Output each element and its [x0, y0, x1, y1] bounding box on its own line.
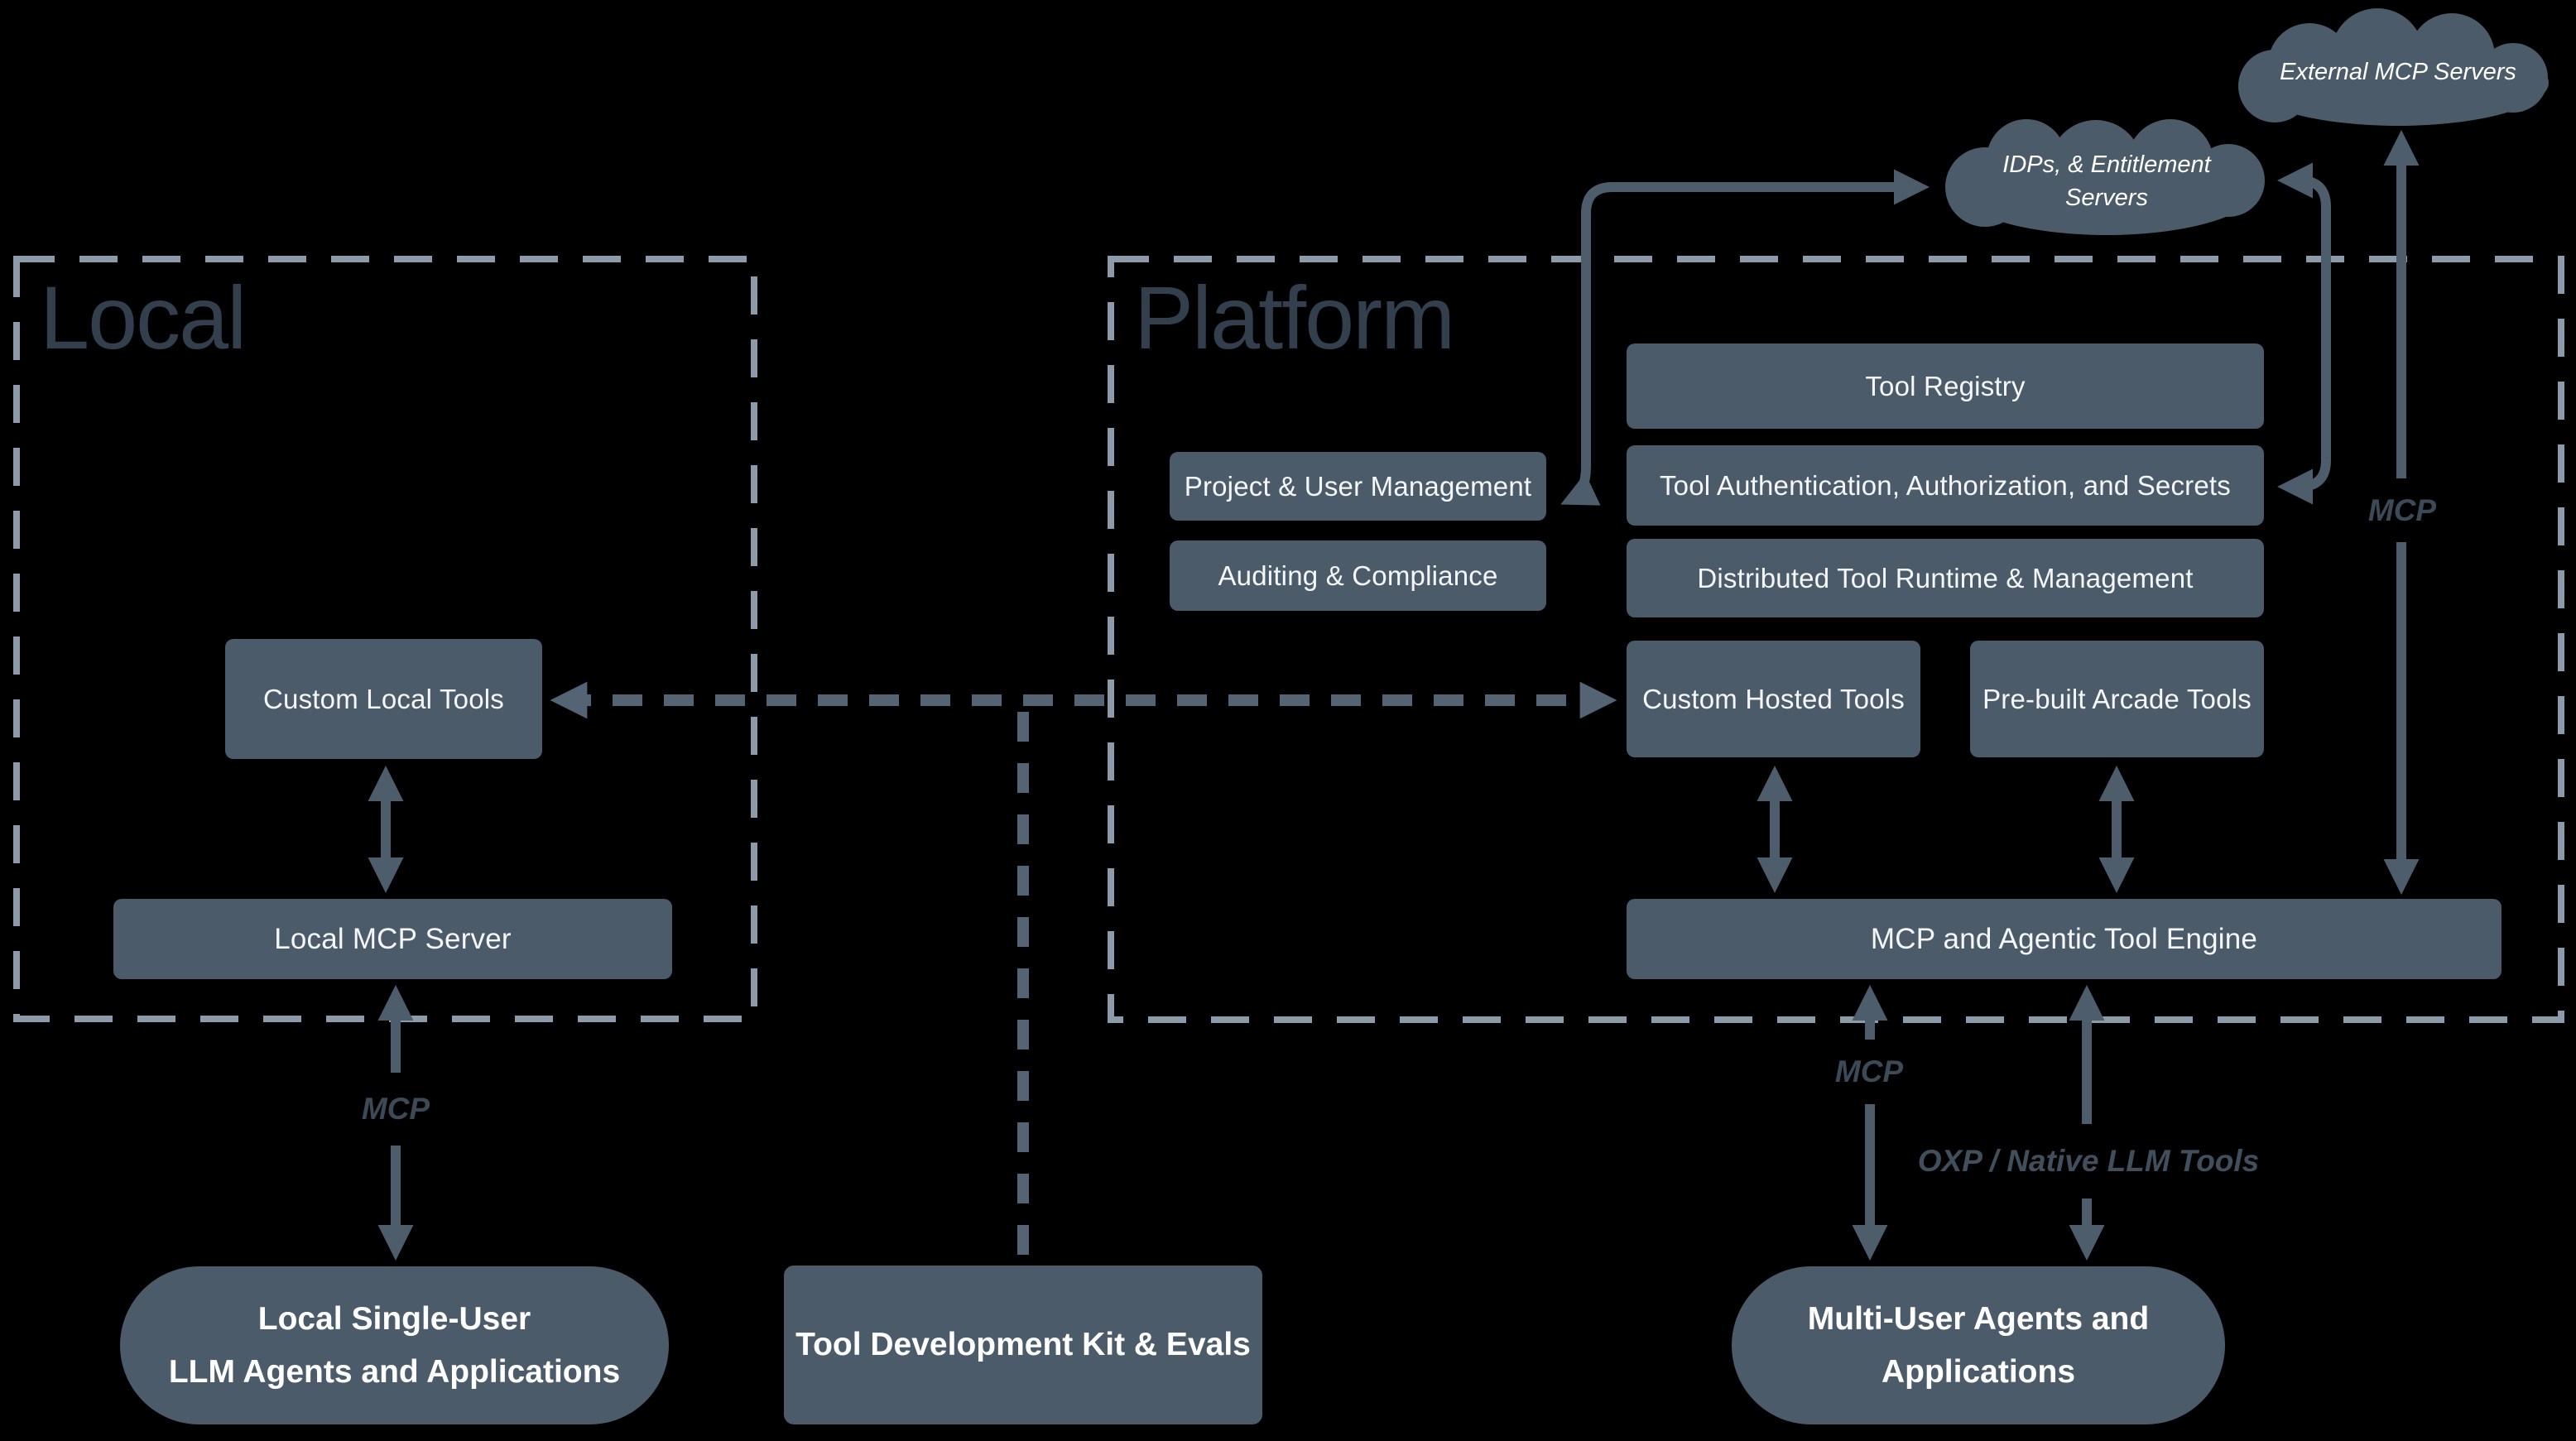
- auditing-compliance-box: Auditing & Compliance: [1170, 540, 1546, 611]
- local-region-border: [13, 256, 757, 1022]
- local-single-user-agents-pill: Local Single-User LLM Agents and Applica…: [120, 1266, 669, 1424]
- tool-development-kit-box: Tool Development Kit & Evals: [784, 1266, 1262, 1424]
- local-agents-line1: Local Single-User: [257, 1300, 531, 1337]
- platform-region-title: Platform: [1134, 267, 1455, 367]
- oxp-protocol-label: OXP / Native LLM Tools: [1906, 1139, 2271, 1184]
- tool-auth-box: Tool Authentication, Authorization, and …: [1627, 445, 2264, 526]
- mcp-protocol-label-external: MCP: [2356, 488, 2449, 533]
- external-mcp-servers-cloud: [2238, 8, 2549, 126]
- multi-user-agents-pill: Multi-User Agents and Applications: [1732, 1266, 2225, 1424]
- arrow-idps-cloud-to-tool-auth: [2277, 162, 2331, 505]
- mcp-protocol-label-local: MCP: [349, 1087, 442, 1131]
- tool-dev-kit-label: Tool Development Kit & Evals: [795, 1327, 1251, 1362]
- multi-user-line1: Multi-User Agents and: [1807, 1300, 2150, 1337]
- custom-local-tools-box: Custom Local Tools: [225, 639, 542, 759]
- prebuilt-arcade-tools-box: Pre-built Arcade Tools: [1970, 641, 2264, 757]
- local-mcp-server-box: Local MCP Server: [113, 899, 672, 979]
- custom-hosted-tools-box: Custom Hosted Tools: [1627, 641, 1920, 757]
- external-mcp-servers-label: External MCP Servers: [2280, 59, 2516, 85]
- multi-user-line2: Applications: [1881, 1353, 2076, 1390]
- local-agents-line2: LLM Agents and Applications: [168, 1353, 621, 1390]
- project-user-management-box: Project & User Management: [1170, 452, 1546, 521]
- idps-label-line1: IDPs, & Entitlement: [2002, 151, 2211, 178]
- mcp-agentic-tool-engine-box: MCP and Agentic Tool Engine: [1627, 899, 2502, 979]
- idps-entitlement-cloud: [1945, 119, 2265, 235]
- local-region-title: Local: [40, 267, 247, 367]
- idps-entitlement-label: IDPs, & Entitlement Servers: [2002, 148, 2210, 214]
- mcp-protocol-label-platform: MCP: [1823, 1050, 1915, 1094]
- distributed-runtime-box: Distributed Tool Runtime & Management: [1627, 539, 2264, 617]
- tool-registry-box: Tool Registry: [1627, 343, 2264, 429]
- arrow-project-mgmt-to-idps-cloud: [1560, 169, 1930, 506]
- idps-label-line2: Servers: [2065, 185, 2148, 211]
